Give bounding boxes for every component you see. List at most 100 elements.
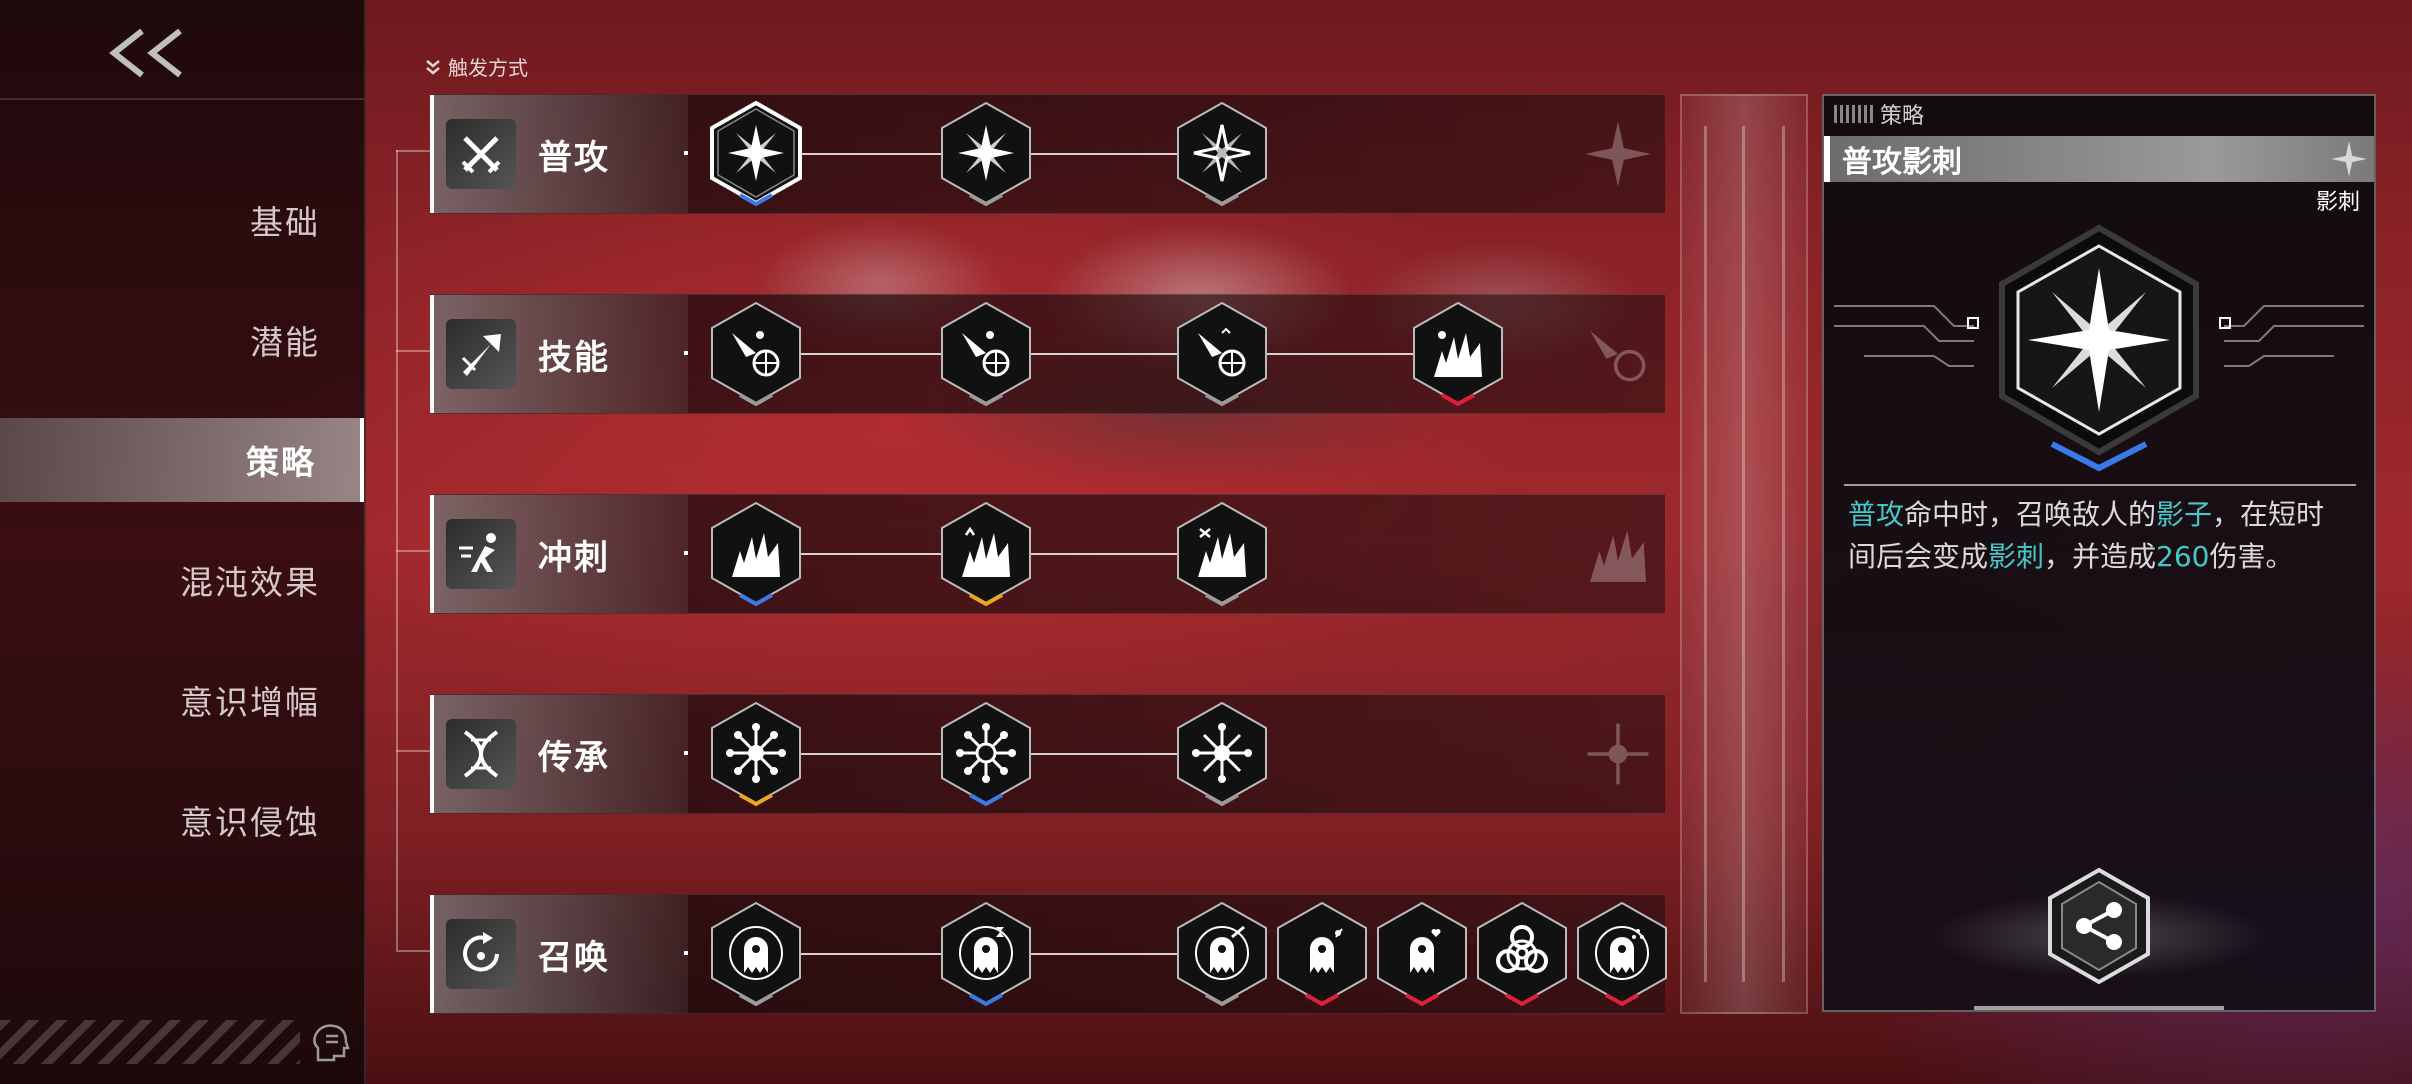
- strategy-node[interactable]: [1370, 901, 1474, 1011]
- nav-item-consciousness-boost[interactable]: 意识增幅: [180, 683, 320, 722]
- share-icon: [2076, 902, 2122, 950]
- strategy-node[interactable]: [1170, 101, 1274, 211]
- comet-wheel-icon: [1198, 327, 1246, 377]
- ghost-sword-icon: [1195, 925, 1249, 980]
- flame-spikes-icon: [1434, 331, 1482, 377]
- rank-chevron-grey: [1205, 593, 1239, 607]
- strategy-node[interactable]: [1170, 701, 1274, 811]
- rank-chevron-red: [1605, 993, 1639, 1007]
- rank-chevron-grey: [1205, 193, 1239, 207]
- rank-chevron-grey: [1205, 793, 1239, 807]
- strategy-node[interactable]: [934, 101, 1038, 211]
- dna-helix-icon: [446, 719, 516, 789]
- flame-spikes-cross-icon: [1198, 528, 1246, 577]
- trigger-row-summon: 召唤: [430, 894, 1667, 1014]
- strategy-node[interactable]: [1170, 301, 1274, 411]
- strategy-node[interactable]: [1570, 901, 1674, 1011]
- row-label[interactable]: 冲刺: [430, 495, 688, 613]
- rank-chevron-grey: [969, 393, 1003, 407]
- panel-title: 普攻影刺: [1824, 136, 2374, 182]
- strategy-hero-emblem: [1834, 224, 2364, 472]
- strategy-node[interactable]: [934, 901, 1038, 1011]
- flame-spikes-icon: [1590, 530, 1646, 582]
- strategy-node[interactable]: [934, 301, 1038, 411]
- divider: [0, 98, 364, 100]
- rank-chevron-gold: [969, 593, 1003, 607]
- spike-star-hollow-icon: [1193, 124, 1251, 182]
- strategy-node[interactable]: [704, 901, 808, 1011]
- molecule-burst-icon: [1192, 723, 1252, 783]
- rank-chevron-red: [1405, 993, 1439, 1007]
- nav-item-potential[interactable]: 潜能: [250, 323, 320, 362]
- strategy-node-shadow-spike[interactable]: [704, 101, 808, 211]
- rank-chevron-gold: [739, 793, 773, 807]
- row-label[interactable]: 召唤: [430, 895, 688, 1013]
- trigger-row-dash: 冲刺: [430, 494, 1665, 614]
- panel-tab: 策略: [1824, 96, 2374, 132]
- ghost-heart-icon: [1410, 929, 1441, 973]
- summon-cycle-icon: [446, 919, 516, 989]
- double-chevron-down-icon: [426, 59, 440, 75]
- spike-star-icon: [2331, 141, 2367, 177]
- row-label[interactable]: 传承: [430, 695, 688, 813]
- strategy-detail-panel: 策略 普攻影刺 影刺 普攻命中时，召唤敌人的影子，在短时间后会变成影刺，并造成2…: [1822, 94, 2376, 1012]
- strategy-node[interactable]: [1270, 901, 1374, 1011]
- rank-chevron-red: [1505, 993, 1539, 1007]
- strategy-node[interactable]: [704, 301, 808, 411]
- nav-item-chaos-effect[interactable]: 混沌效果: [180, 563, 320, 602]
- rank-chevron-grey: [1205, 993, 1239, 1007]
- rank-chevron-red: [1441, 393, 1475, 407]
- strategy-node[interactable]: [1170, 501, 1274, 611]
- trigger-header: 触发方式: [424, 52, 528, 81]
- head-info-icon[interactable]: [308, 1020, 352, 1064]
- rank-chevron-blue: [739, 193, 773, 207]
- row-label[interactable]: 普攻: [430, 95, 688, 213]
- rank-chevron-grey: [739, 393, 773, 407]
- spike-star-icon: [958, 125, 1014, 181]
- nav-item-basic[interactable]: 基础: [250, 203, 320, 242]
- comet-wheel-icon: [1590, 330, 1646, 382]
- connector-trunk: [396, 150, 398, 950]
- flame-spikes-up-icon: [962, 526, 1010, 577]
- ghost-sparkle-icon: [1595, 926, 1649, 980]
- molecule-burst-icon: [956, 723, 1016, 783]
- row-label[interactable]: 技能: [430, 295, 688, 413]
- nav-item-consciousness-erosion[interactable]: 意识侵蚀: [180, 803, 320, 842]
- biohazard-icon: [1496, 925, 1548, 973]
- rank-chevron-grey: [969, 193, 1003, 207]
- ghost-summon-icon: [729, 926, 783, 980]
- share-button[interactable]: [2044, 866, 2154, 986]
- strategy-node[interactable]: [1470, 901, 1574, 1011]
- strategy-node[interactable]: [1170, 901, 1274, 1011]
- ghost-hourglass-icon: [959, 926, 1013, 980]
- trigger-row-inheritance: 传承: [430, 694, 1665, 814]
- strategy-node[interactable]: [704, 501, 808, 611]
- scroll-track[interactable]: [1680, 94, 1808, 1014]
- trigger-row-skill: 技能: [430, 294, 1665, 414]
- double-chevron-left-icon: [109, 28, 182, 78]
- decorative-stripes: [0, 1020, 300, 1064]
- crossed-swords-icon: [446, 119, 516, 189]
- panel-subtitle: 影刺: [2315, 190, 2360, 215]
- rank-chevron-grey: [1205, 393, 1239, 407]
- molecule-burst-icon: [726, 723, 786, 783]
- arrow-burst-icon: [446, 319, 516, 389]
- dash-runner-icon: [446, 519, 516, 589]
- back-button[interactable]: [90, 18, 210, 88]
- comet-wheel-icon: [732, 331, 780, 377]
- strategy-node[interactable]: [934, 501, 1038, 611]
- molecule-burst-icon: [1587, 723, 1649, 785]
- strategy-node[interactable]: [704, 701, 808, 811]
- share-area: [1824, 856, 2374, 1006]
- rank-chevron-blue: [969, 993, 1003, 1007]
- spike-star-icon: [1585, 121, 1651, 187]
- nav-item-strategy[interactable]: 策略: [0, 418, 364, 502]
- comet-wheel-icon: [962, 331, 1010, 377]
- ghost-pulse-icon: [1310, 928, 1343, 973]
- strategy-node[interactable]: [1406, 301, 1510, 411]
- strategy-description: 普攻命中时，召唤敌人的影子，在短时间后会变成影刺，并造成260伤害。: [1848, 498, 2325, 573]
- rank-chevron-blue: [739, 593, 773, 607]
- strategy-node[interactable]: [934, 701, 1038, 811]
- trigger-row-basic-attack: 普攻: [430, 94, 1665, 214]
- rank-chevron-grey: [739, 993, 773, 1007]
